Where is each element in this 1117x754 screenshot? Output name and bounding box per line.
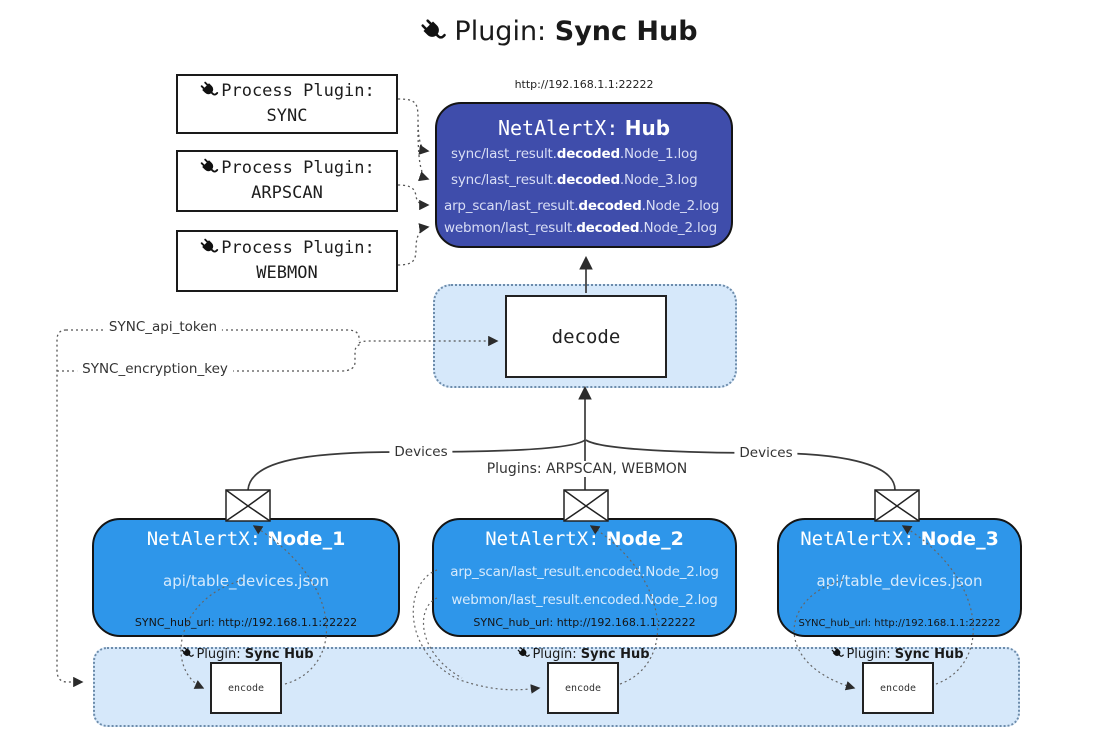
process-plugin-label-row: Process Plugin:	[199, 156, 375, 181]
plug-icon	[200, 238, 219, 253]
node-hub-url: SYNC_hub_url: http://192.168.1.1:22222	[798, 618, 1001, 629]
hub-log-entry: arp_scan/last_result.decoded.Node_2.log	[444, 198, 720, 214]
hub-log-entry: sync/last_result.decoded.Node_1.log	[451, 146, 698, 162]
hub-title-prefix: NetAlertX:	[497, 116, 619, 140]
process-plugin-label: Process Plugin:	[221, 238, 375, 258]
plug-icon	[200, 158, 219, 173]
plug-icon	[421, 19, 447, 39]
hub-title: NetAlertX: Hub	[437, 116, 731, 140]
netalertx-hub-box: NetAlertX: Hub sync/last_result.decoded.…	[435, 102, 733, 248]
process-plugin-name: WEBMON	[256, 263, 318, 283]
sync-api-token-label: SYNC_api_token	[103, 319, 223, 335]
sync-encryption-key-label: SYNC_encryption_key	[77, 361, 233, 377]
hub-log-entry: sync/last_result.decoded.Node_3.log	[451, 172, 698, 188]
title-label: Plugin:	[454, 16, 547, 47]
devices-edge-label: Devices	[734, 445, 798, 461]
process-plugin-name: ARPSCAN	[251, 183, 323, 203]
hub-log-entry: webmon/last_result.decoded.Node_2.log	[444, 220, 717, 236]
process-plugin-sync-box: Process Plugin: SYNC	[176, 74, 398, 134]
process-plugin-webmon-box: Process Plugin: WEBMON	[176, 230, 398, 292]
hub-url-label: http://192.168.1.1:22222	[514, 78, 654, 91]
page-title: Plugin: Sync Hub	[0, 16, 1117, 47]
process-plugin-label: Process Plugin:	[221, 158, 375, 178]
process-plugin-label-row: Process Plugin:	[199, 79, 375, 104]
process-plugin-label-row: Process Plugin:	[199, 236, 375, 261]
devices-edge-label: Devices	[389, 444, 453, 460]
process-plugin-name: SYNC	[266, 106, 308, 126]
decode-box: decode	[505, 295, 667, 378]
plug-icon	[200, 81, 219, 96]
title-name: Sync Hub	[554, 16, 698, 47]
process-plugin-label: Process Plugin:	[221, 81, 375, 101]
plugins-edge-label: Plugins: ARPSCAN, WEBMON	[481, 461, 693, 477]
process-plugin-arpscan-box: Process Plugin: ARPSCAN	[176, 150, 398, 212]
hub-title-name: Hub	[624, 116, 671, 140]
